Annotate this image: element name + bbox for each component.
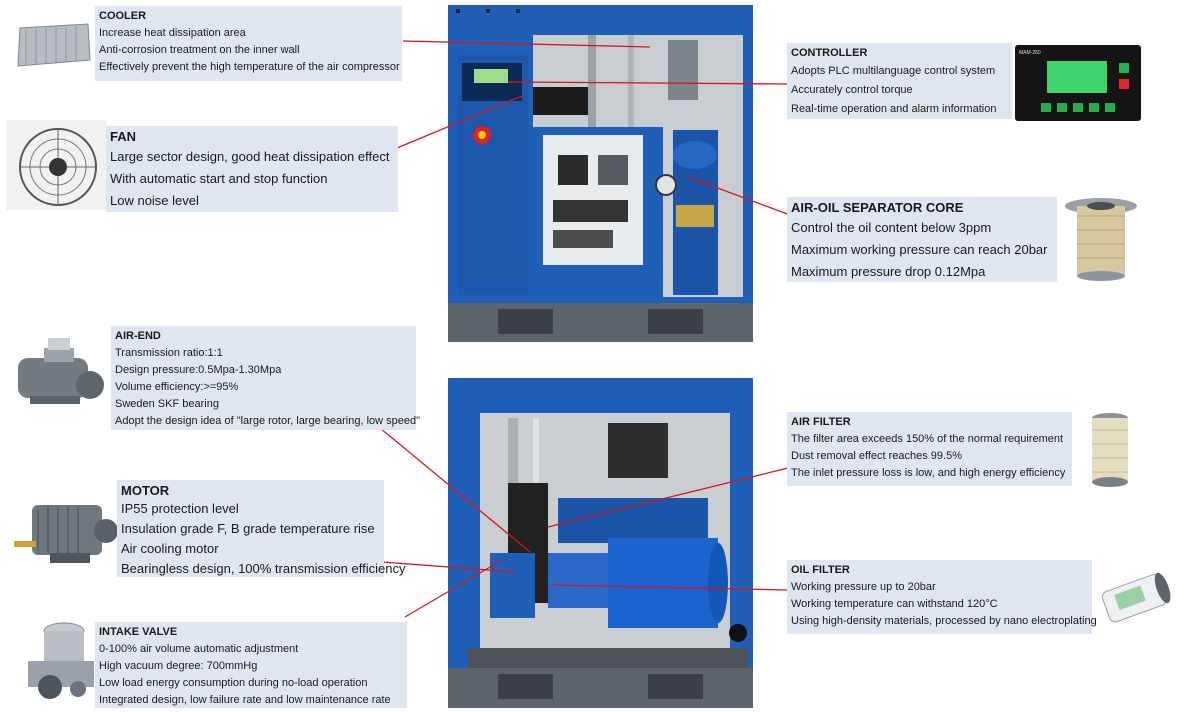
separator-feature: Control the oil content below 3ppm (791, 220, 992, 235)
oil-filter-photo (1101, 572, 1171, 623)
intake-valve-feature: High vacuum degree: 700mmHg (99, 660, 258, 672)
air-end-feature: Adopt the design idea of "large rotor, l… (115, 415, 421, 427)
controller-feature: Real-time operation and alarm informatio… (791, 103, 997, 115)
separator-core-photo (1065, 198, 1137, 281)
air-filter-feature: Dust removal effect reaches 99.5% (791, 450, 962, 462)
fan-feature: With automatic start and stop function (110, 171, 328, 186)
fan-photo (6, 120, 106, 210)
air-filter-photo (1092, 413, 1128, 487)
intake-valve-title: INTAKE VALVE (99, 626, 178, 638)
controller-feature: Accurately control torque (791, 84, 913, 96)
air-end-title: AIR-END (115, 330, 161, 342)
oil-filter-feature: Working pressure up to 20bar (791, 581, 936, 593)
controller-label-box: CONTROLLER Adopts PLC multilanguage cont… (787, 43, 1012, 119)
fan-feature: Large sector design, good heat dissipati… (110, 149, 390, 164)
oil-filter-feature: Working temperature can withstand 120°C (791, 598, 998, 610)
air-end-label-box: AIR-END Transmission ratio:1:1 Design pr… (111, 326, 421, 430)
motor-feature: Insulation grade F, B grade temperature … (121, 521, 375, 536)
air-filter-feature: The inlet pressure loss is low, and high… (791, 467, 1066, 479)
separator-title: AIR-OIL SEPARATOR CORE (791, 200, 964, 215)
cooler-label-box: COOLER Increase heat dissipation area An… (95, 6, 402, 81)
oil-filter-title: OIL FILTER (791, 564, 850, 576)
motor-feature: Air cooling motor (121, 541, 219, 556)
air-filter-label-box: AIR FILTER The filter area exceeds 150% … (787, 412, 1072, 486)
cooler-title: COOLER (99, 10, 147, 22)
motor-label-box: MOTOR IP55 protection level Insulation g… (117, 480, 406, 577)
intake-valve-photo (28, 622, 94, 699)
air-end-feature: Transmission ratio:1:1 (115, 347, 223, 359)
oil-filter-feature: Using high-density materials, processed … (791, 615, 1097, 627)
separator-feature: Maximum pressure drop 0.12Mpa (791, 264, 986, 279)
motor-photo (14, 505, 118, 563)
controller-panel-photo: MAM-260 (1015, 45, 1141, 121)
air-end-feature: Sweden SKF bearing (115, 398, 219, 410)
air-end-feature: Volume efficiency:>=95% (115, 381, 239, 393)
fan-title: FAN (110, 129, 136, 144)
cooler-feature: Anti-corrosion treatment on the inner wa… (99, 44, 300, 56)
air-end-photo (18, 338, 104, 404)
controller-title: CONTROLLER (791, 47, 868, 59)
fan-feature: Low noise level (110, 193, 199, 208)
motor-feature: Bearingless design, 100% transmission ef… (121, 561, 406, 576)
air-end-feature: Design pressure:0.5Mpa-1.30Mpa (115, 364, 282, 376)
compressor-top-photo (448, 5, 753, 342)
cooler-feature: Effectively prevent the high temperature… (99, 61, 400, 73)
air-filter-title: AIR FILTER (791, 416, 851, 428)
intake-valve-feature: Low load energy consumption during no-lo… (99, 677, 368, 689)
compressor-bottom-photo (448, 378, 753, 708)
intake-valve-feature: 0-100% air volume automatic adjustment (99, 643, 299, 655)
controller-model-label: MAM-260 (1019, 50, 1041, 56)
intake-valve-label-box: INTAKE VALVE 0-100% air volume automatic… (95, 622, 407, 708)
controller-feature: Adopts PLC multilanguage control system (791, 65, 996, 77)
motor-feature: IP55 protection level (121, 501, 239, 516)
oil-filter-label-box: OIL FILTER Working pressure up to 20bar … (787, 560, 1097, 634)
intake-valve-feature: Integrated design, low failure rate and … (99, 694, 391, 706)
air-filter-feature: The filter area exceeds 150% of the norm… (791, 433, 1064, 445)
separator-label-box: AIR-OIL SEPARATOR CORE Control the oil c… (787, 197, 1057, 282)
fan-label-box: FAN Large sector design, good heat dissi… (106, 126, 398, 212)
motor-title: MOTOR (121, 483, 170, 498)
cooler-feature: Increase heat dissipation area (99, 27, 246, 39)
separator-feature: Maximum working pressure can reach 20bar (791, 242, 1048, 257)
cooler-photo (17, 23, 91, 67)
